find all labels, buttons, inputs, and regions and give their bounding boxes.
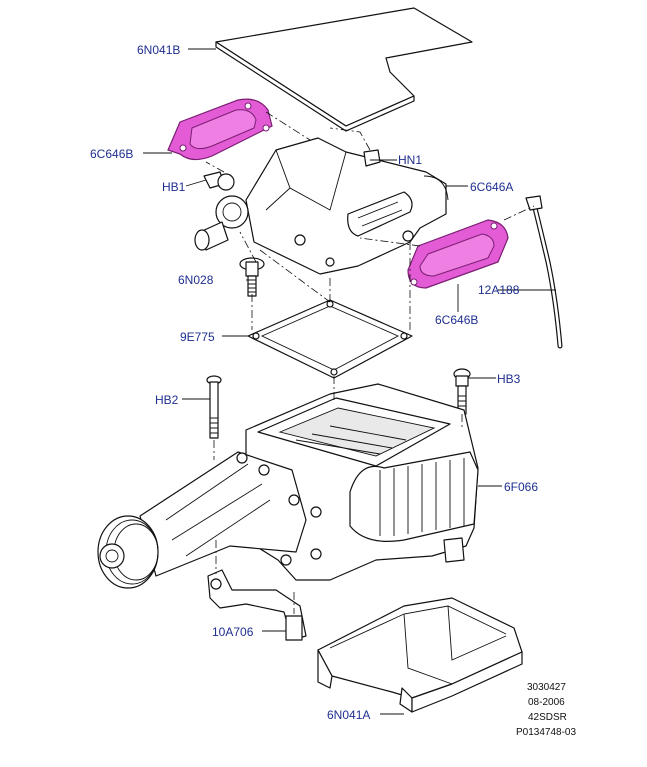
cover-6n041a — [317, 597, 523, 713]
callout-hn1: HN1 — [398, 153, 422, 167]
callout-6c646b-upper: 6C646B — [90, 147, 133, 161]
gasket-9e775 — [247, 299, 413, 379]
callout-9e775: 9E775 — [180, 330, 215, 344]
stamp-line-4: P0134748-03 — [516, 727, 576, 738]
callout-6n028: 6N028 — [178, 273, 214, 287]
callout-6f066: 6F066 — [504, 480, 538, 494]
stud-6n028 — [239, 257, 265, 297]
bracket-10a706 — [207, 569, 307, 641]
stamp-line-1: 3030427 — [527, 682, 566, 693]
hose-12a188 — [525, 195, 563, 349]
stamp-line-2: 08-2006 — [528, 697, 565, 708]
stamp-line-3: 42SDSR — [528, 712, 567, 723]
callout-6c646b-lower: 6C646B — [435, 313, 478, 327]
nut-hn1 — [329, 127, 381, 167]
pulley — [97, 515, 159, 589]
callout-6n041b: 6N041B — [137, 43, 180, 57]
cover-6n041b — [215, 7, 473, 132]
callout-12a188: 12A188 — [478, 283, 520, 297]
leader-lines — [143, 48, 556, 715]
bolt-hb1 — [203, 171, 235, 191]
callout-hb2: HB2 — [155, 393, 179, 407]
callout-6c646a: 6C646A — [470, 180, 513, 194]
callout-hb3: HB3 — [497, 372, 521, 386]
gasket-6c646b-upper — [167, 98, 273, 161]
intake-housing — [194, 137, 449, 275]
gasket-6c646b-lower — [407, 219, 509, 289]
callout-hb1: HB1 — [162, 180, 186, 194]
callout-10a706: 10A706 — [212, 625, 254, 639]
supercharger-6f066 — [139, 383, 479, 581]
assembly-lines — [205, 111, 535, 614]
bolt-hb2 — [206, 375, 222, 439]
callout-6n041a: 6N041A — [327, 708, 370, 722]
